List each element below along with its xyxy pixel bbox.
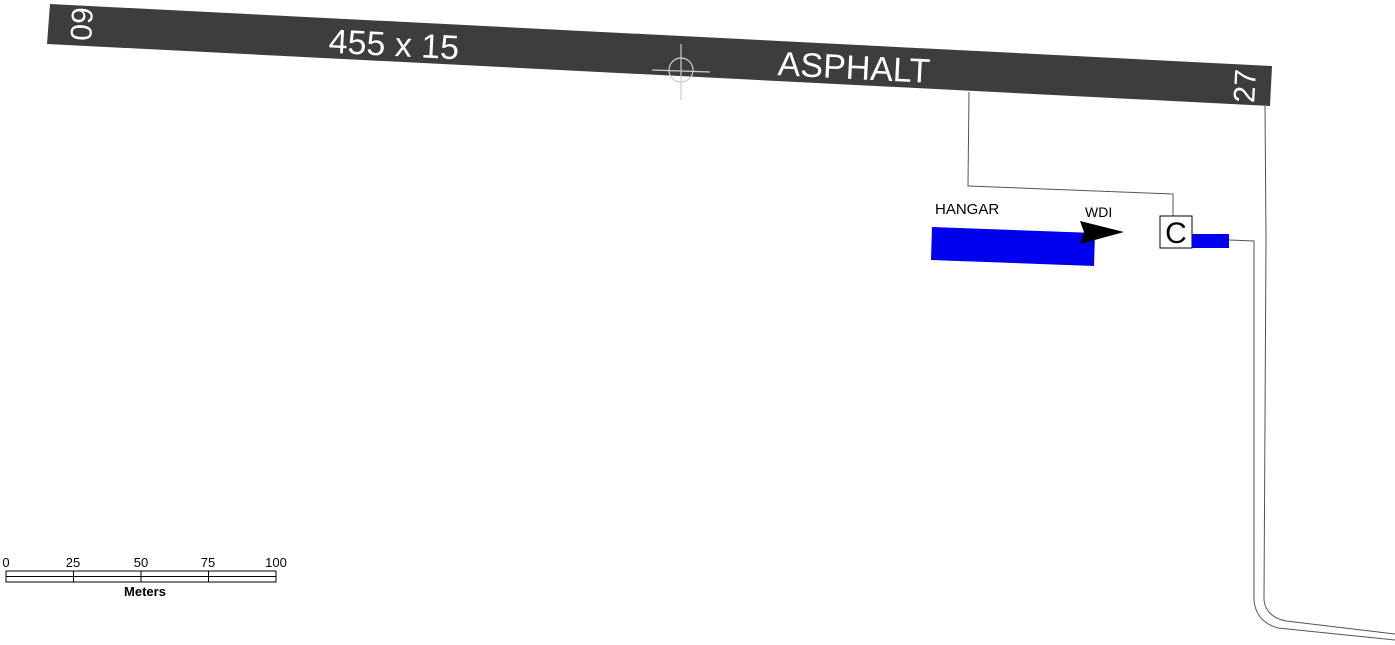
- hangar-label: HANGAR: [935, 201, 999, 218]
- scale-tick-50: 50: [134, 555, 148, 570]
- scale-bar: [5, 570, 277, 583]
- scale-tick-100: 100: [265, 555, 287, 570]
- runway-end-west: 09: [65, 6, 100, 41]
- runway-end-east: 27: [1228, 68, 1263, 103]
- taxiway-lines: [967, 91, 1395, 641]
- customs-label: C: [1165, 217, 1187, 250]
- runway-centre-crosshair-icon: [651, 44, 711, 100]
- scale-tick-25: 25: [66, 555, 80, 570]
- runway-dimensions: 455 x 15: [328, 23, 460, 68]
- scale-tick-0: 0: [2, 555, 9, 570]
- scale-tick-75: 75: [201, 555, 215, 570]
- hangar-building: [931, 227, 1095, 266]
- customs-building: [1192, 234, 1229, 248]
- customs-box: [1159, 215, 1193, 249]
- runway-surface: ASPHALT: [777, 45, 931, 91]
- wdi-label: WDI: [1085, 204, 1112, 220]
- windsock-icon: [1080, 221, 1124, 244]
- runway: [47, 4, 1272, 106]
- scale-unit: Meters: [124, 584, 166, 599]
